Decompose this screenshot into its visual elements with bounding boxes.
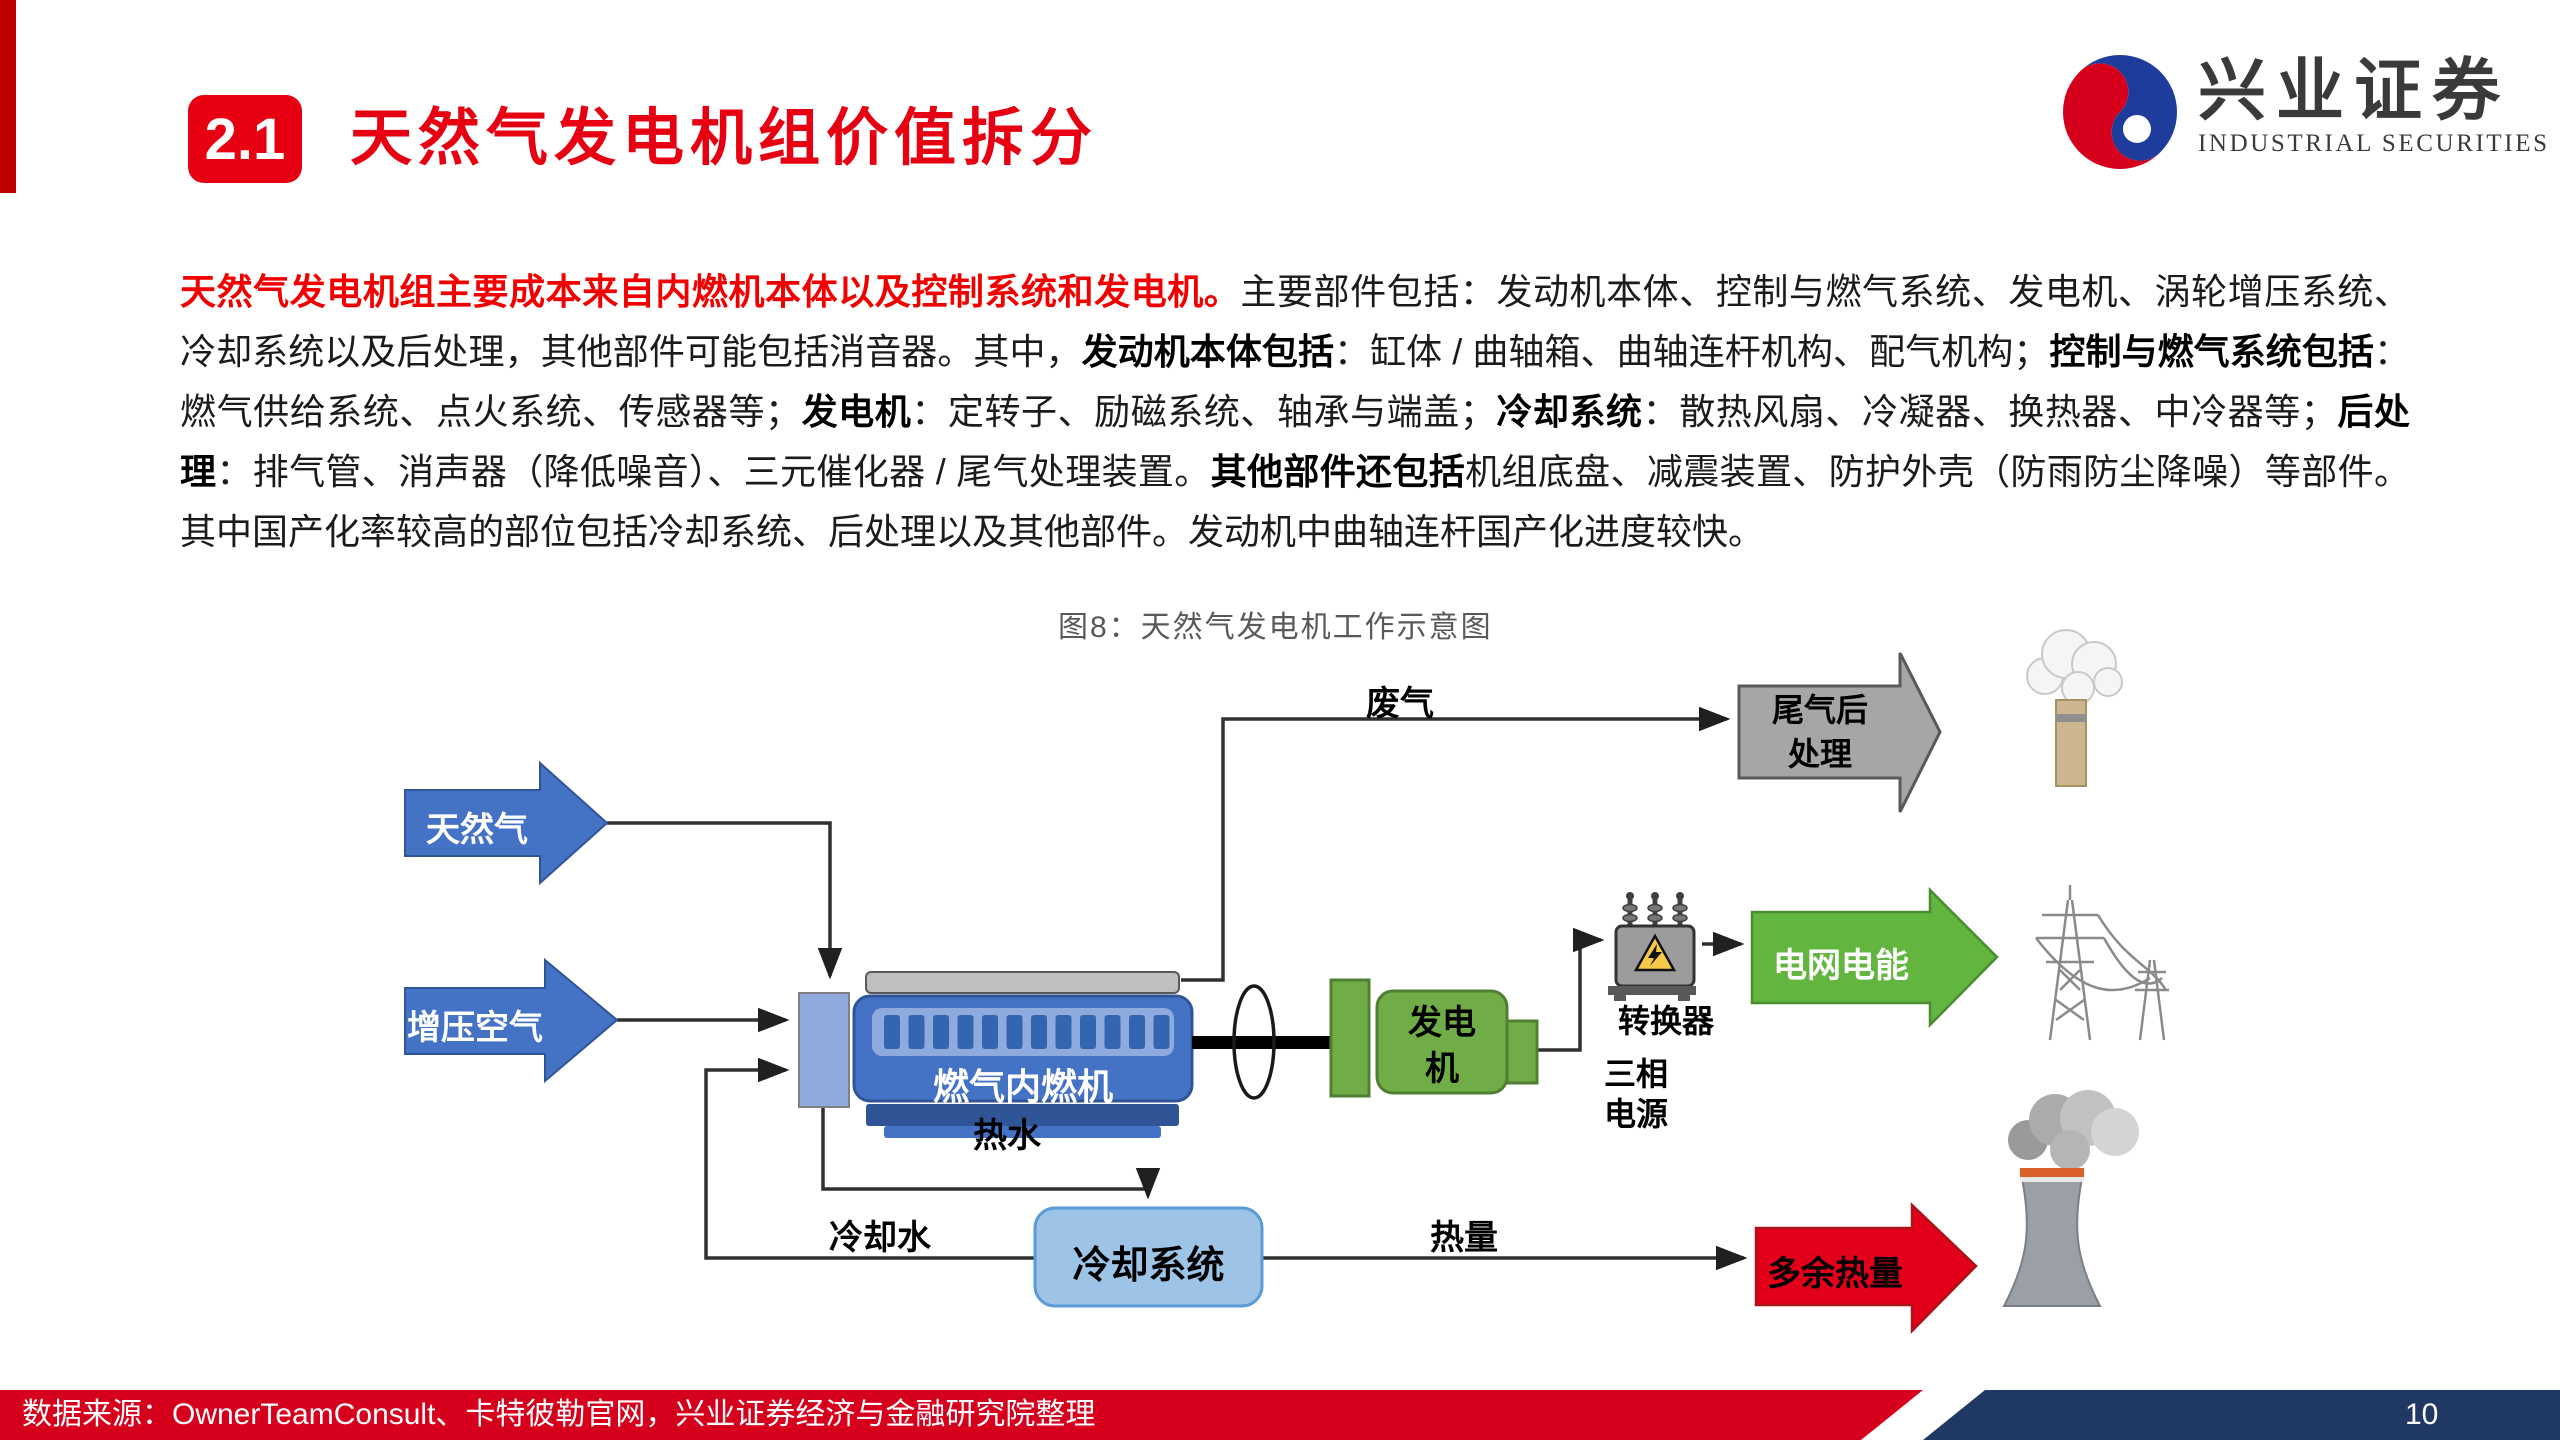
label-cooling-system: 冷却系统 xyxy=(1072,1245,1225,1287)
label-aftertreatment-line1: 尾气后 xyxy=(1771,692,1868,728)
logo-name-en: INDUSTRIAL SECURITIES xyxy=(2198,130,2550,157)
charged-air-arrow xyxy=(404,957,619,1084)
flow-line-cooling-water xyxy=(704,1057,1035,1260)
paragraph-segment: ：燃气供给系统、点火系统、传感器等； xyxy=(180,331,2410,432)
paragraph-segment: 机组底盘、减震装置、防护外壳（防雨防尘降噪）等部件。其中国产化率较高的部位包括冷… xyxy=(180,451,2410,552)
generator-icon xyxy=(1329,978,1539,1098)
rotation-icon xyxy=(1232,984,1276,1100)
swirl-logo-icon xyxy=(2063,55,2177,169)
chimney-icon xyxy=(2026,629,2123,787)
grid-power-arrow xyxy=(1750,886,1999,1029)
footer-red-band xyxy=(0,1390,1923,1440)
paragraph-segment: ：缸体 / 曲轴箱、曲轴连杆机构、配气机构； xyxy=(1334,331,2050,372)
flow-line-natural-gas xyxy=(607,821,843,980)
logo-name-cn: 兴业证券 xyxy=(2198,53,2511,129)
label-hot-water: 热水 xyxy=(973,1117,1041,1155)
label-aftertreatment: 尾气后 处理 xyxy=(1739,688,1901,776)
paragraph-segment: ：排气管、消声器（降低噪音）、三元催化器 / 尾气处理装置。 xyxy=(216,451,1211,492)
footer: 数据来源：OwnerTeamConsult、卡特彼勒官网，兴业证券经济与金融研究… xyxy=(0,1390,2560,1440)
excess-heat-arrow xyxy=(1754,1202,1978,1335)
flow-line-exhaust xyxy=(1181,706,1731,982)
page-title: 天然气发电机组价值拆分 xyxy=(350,104,1099,173)
paragraph-segment: 主要部件包括：发动机本体、控制与燃气系统、发电机、涡轮增压系统、冷却系统以及后处… xyxy=(180,271,2410,372)
section-number-badge: 2.1 xyxy=(188,95,302,183)
intake-manifold xyxy=(798,992,850,1108)
footer-navy-band xyxy=(1923,1390,2560,1440)
cooling-tower-icon xyxy=(2002,1090,2139,1307)
paragraph-segment: 后处理 xyxy=(180,391,2410,492)
transmission-towers-icon xyxy=(2035,885,2169,1041)
label-grid-power: 电网电能 xyxy=(1773,947,1909,985)
drive-shaft xyxy=(1192,1036,1331,1049)
label-generator-line2: 机 xyxy=(1425,1050,1459,1088)
label-generator-line1: 发电 xyxy=(1408,1004,1476,1042)
page-number: 10 xyxy=(2405,1398,2439,1431)
label-three-phase-line2: 电源 xyxy=(1604,1096,1669,1132)
label-exhaust-gas: 废气 xyxy=(1366,685,1434,723)
label-three-phase: 三相 电源 xyxy=(1604,1054,1668,1134)
aftertreatment-arrow xyxy=(1737,652,1942,813)
engine-icon xyxy=(798,971,1194,1138)
paragraph-segment: 控制与燃气系统包括 xyxy=(2049,331,2374,372)
paragraph-segment: 发动机本体包括 xyxy=(1081,331,1335,372)
label-excess-heat: 多余热量 xyxy=(1767,1255,1903,1293)
natural-gas-arrow xyxy=(404,760,609,886)
label-aftertreatment-line2: 处理 xyxy=(1787,736,1852,772)
paragraph-segment: 天然气发电机组主要成本来自内燃机本体以及控制系统和发电机。 xyxy=(180,271,1241,312)
paragraph-segment: ：散热风扇、冷凝器、换热器、中冷器等； xyxy=(1642,391,2337,432)
paragraph-segment: 冷却系统 xyxy=(1495,391,1643,432)
left-accent-stripe xyxy=(0,0,16,193)
label-engine: 燃气内燃机 xyxy=(932,1066,1113,1107)
label-natural-gas: 天然气 xyxy=(426,811,528,849)
body-paragraph: 天然气发电机组主要成本来自内燃机本体以及控制系统和发电机。主要部件包括：发动机本… xyxy=(180,262,2410,562)
flow-line-generator-converter xyxy=(1537,927,1605,1052)
company-logo: 兴业证券 INDUSTRIAL SECURITIES xyxy=(2060,52,2550,172)
data-source-text: 数据来源：OwnerTeamConsult、卡特彼勒官网，兴业证券经济与金融研究… xyxy=(22,1398,1096,1431)
label-heat: 热量 xyxy=(1430,1219,1498,1257)
label-converter: 转换器 xyxy=(1618,1003,1715,1039)
flow-line-hot-water xyxy=(821,1107,1161,1200)
transformer-icon xyxy=(1608,892,1696,1001)
label-cooling-water: 冷却水 xyxy=(829,1219,931,1257)
figure-caption: 图8：天然气发电机工作示意图 xyxy=(1058,611,1493,644)
section-number: 2.1 xyxy=(204,106,286,172)
paragraph-segment: 发电机 xyxy=(801,391,912,432)
cooling-system-box xyxy=(1033,1206,1264,1308)
label-generator: 发电 机 xyxy=(1377,1000,1507,1092)
label-three-phase-line1: 三相 xyxy=(1604,1056,1669,1092)
paragraph-segment: ：定转子、励磁系统、轴承与端盖； xyxy=(911,391,1496,432)
label-charged-air: 增压空气 xyxy=(407,1009,543,1047)
flow-lines xyxy=(607,706,1748,1271)
paragraph-segment: 其他部件还包括 xyxy=(1210,451,1466,492)
logo-text: 兴业证券 INDUSTRIAL SECURITIES xyxy=(2198,52,2550,158)
